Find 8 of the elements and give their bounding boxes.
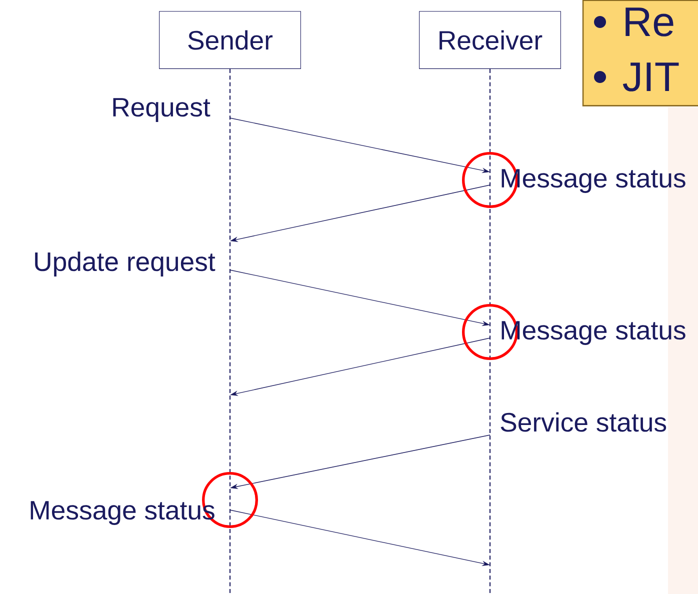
message-label: Update request (35, 252, 216, 276)
note-text: Re (626, 8, 674, 36)
message-label: Request (113, 98, 210, 122)
lifeline-box: Receiver (419, 11, 561, 69)
note-box (582, 0, 698, 106)
note-text: JIT (622, 62, 679, 92)
message-label: Service status (500, 412, 666, 432)
lifeline-box: Sender (159, 11, 301, 69)
